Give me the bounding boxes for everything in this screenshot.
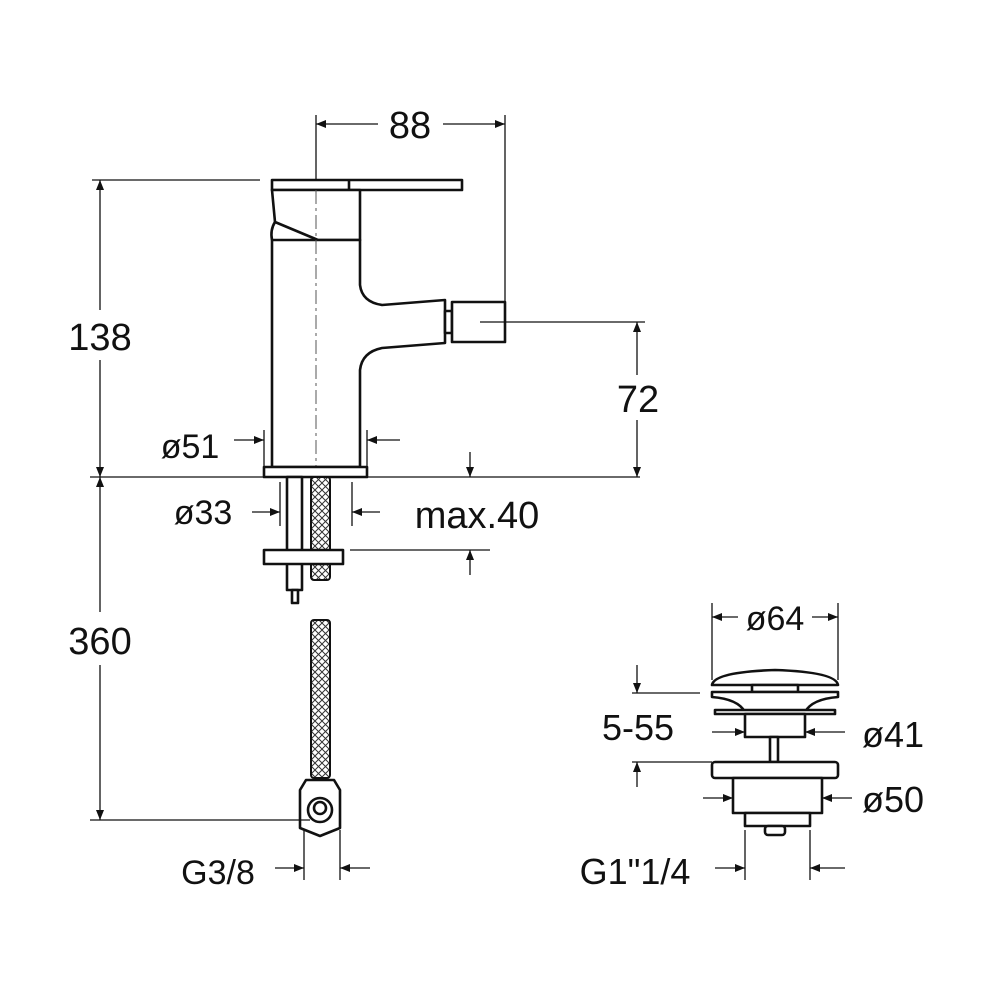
faucet	[262, 170, 507, 838]
dimension-lines	[90, 115, 645, 880]
dim-body-diameter-label: ø51	[161, 428, 220, 466]
lever-handle	[270, 178, 464, 192]
waste-cap-diameter-label: ø64	[746, 600, 805, 638]
waste-dimension-lines	[632, 603, 852, 880]
dim-max-deck-label: max.40	[415, 495, 540, 537]
waste-thread-label: G1"1/4	[580, 851, 691, 892]
dim-width-label: 88	[389, 105, 431, 147]
waste-body	[731, 776, 824, 815]
fixing-plate	[262, 548, 345, 566]
dim-hose-thread-label: G3/8	[181, 854, 255, 892]
base-plate	[262, 465, 369, 479]
waste-upper-body	[743, 712, 807, 739]
waste-flange-diameter-label: ø50	[862, 779, 924, 820]
waste-range-label: 5-55	[602, 707, 674, 748]
waste-cap	[710, 668, 840, 687]
waste-lower-flange	[710, 760, 840, 780]
flexible-hose	[310, 619, 331, 779]
dim-shank-diameter-label: ø33	[174, 494, 233, 532]
dim-height-label: 138	[68, 317, 131, 359]
dim-hose-length-label: 360	[68, 621, 131, 663]
waste-body-diameter-label: ø41	[862, 714, 924, 755]
dim-spout-height-label: 72	[617, 379, 659, 421]
faucet-body	[270, 238, 447, 469]
threaded-rod	[285, 475, 304, 592]
pop-up-waste	[710, 668, 840, 837]
